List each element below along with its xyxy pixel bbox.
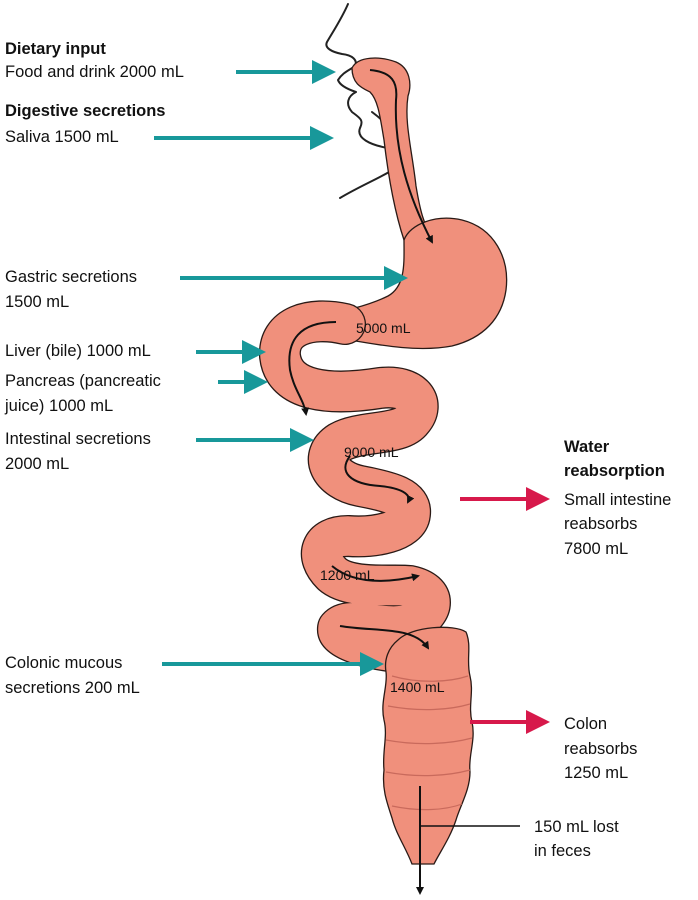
colonic-label-line1: Colonic mucous (5, 654, 123, 672)
flow-arrow-jejunum (344, 455, 415, 504)
esophagus (351, 57, 434, 241)
saliva-label: Saliva 1500 mL (5, 128, 119, 146)
small-intestine-label-line2: reabsorbs (564, 515, 638, 533)
volume-colon: 1400 mL (390, 679, 445, 695)
gastric-label-line2: 1500 mL (5, 293, 70, 311)
volume-stomach: 5000 mL (356, 320, 411, 336)
reabsorption-title-line2: reabsorption (564, 462, 665, 480)
gastric-label-line1: Gastric secretions (5, 268, 138, 286)
colon-haustra (385, 675, 473, 811)
flow-arrow-esophagus (369, 69, 433, 244)
pancreas-label-line1: Pancreas (pancreatic (5, 372, 161, 390)
colon-label-line3: 1250 mL (564, 764, 629, 782)
intestinal-label-line2: 2000 mL (5, 455, 70, 473)
reabsorption-arrows (460, 487, 550, 734)
small-intestine-label-line1: Small intestine (564, 491, 672, 509)
flow-arrows (288, 69, 433, 895)
flow-arrow-ileum (331, 565, 420, 582)
reabsorption-title-line1: Water (564, 438, 610, 456)
volume-jejunum: 9000 mL (344, 444, 399, 460)
flow-arrow-duodenum (288, 321, 337, 416)
colonic-label-line2: secretions 200 mL (5, 679, 140, 697)
volume-ileum: 1200 mL (320, 567, 375, 583)
digestive-tract (259, 57, 508, 865)
colon-label-line2: reabsorbs (564, 740, 638, 758)
small-intestine-label-line3: 7800 mL (564, 540, 629, 558)
colon-label-line1: Colon (564, 715, 608, 733)
flow-arrow-colon (339, 625, 430, 650)
liver-label: Liver (bile) 1000 mL (5, 342, 151, 360)
colon (382, 626, 474, 865)
small-intestine (260, 301, 450, 674)
stomach (319, 217, 508, 350)
dietary-input-title: Dietary input (5, 40, 106, 58)
input-arrows (154, 60, 408, 676)
feces-label-line2: in feces (534, 842, 591, 860)
food-drink-label: Food and drink 2000 mL (5, 63, 184, 81)
pancreas-label-line2: juice) 1000 mL (5, 397, 114, 415)
feces-label-line1: 150 mL lost (534, 818, 619, 836)
digestive-secretions-title: Digestive secretions (5, 102, 166, 120)
intestinal-label-line1: Intestinal secretions (5, 430, 151, 448)
